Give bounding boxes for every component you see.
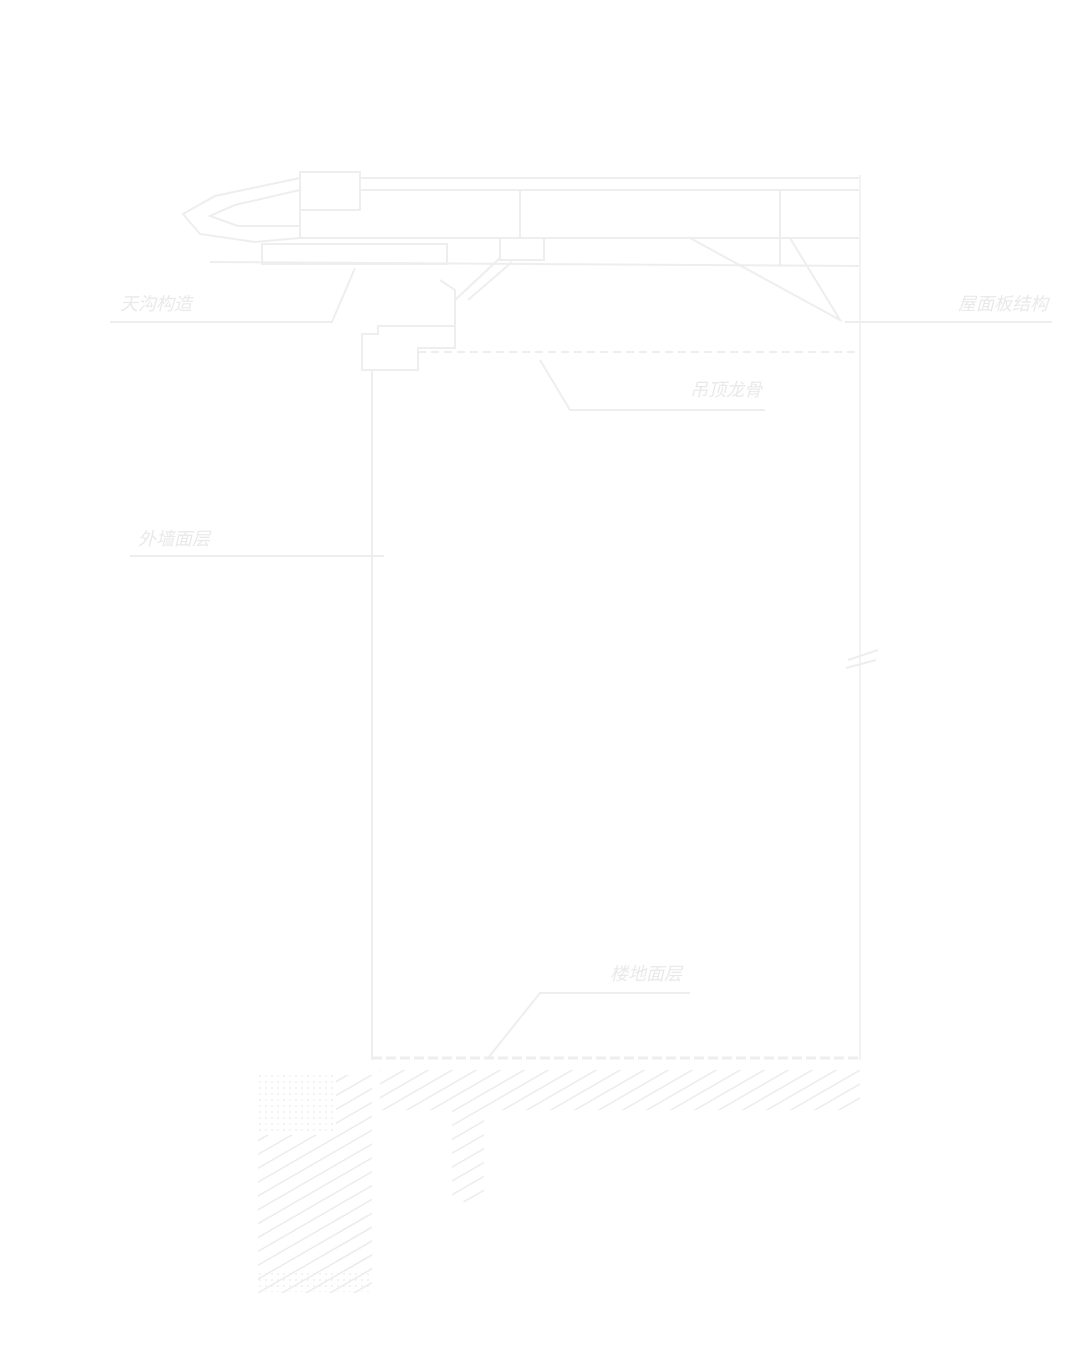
eave-inner — [207, 189, 301, 227]
eave-nose — [181, 176, 301, 244]
label-ceiling: 吊顶龙骨 — [690, 380, 763, 401]
roof-eave-assembly — [181, 171, 861, 371]
label-roof-right: 屋面板结构 — [958, 294, 1050, 315]
break-mark — [845, 649, 879, 669]
leader-ceiling — [539, 359, 765, 411]
label-roof-left: 天沟构造 — [120, 294, 194, 315]
gravel-bed — [258, 1270, 372, 1292]
leader-floor — [487, 992, 690, 1059]
foundation-core — [258, 1135, 336, 1215]
foundation-insulation — [258, 1075, 336, 1135]
fascia-board — [261, 243, 448, 265]
leader-lines — [110, 267, 1052, 1059]
leader-roof-left — [110, 267, 356, 323]
roof-panel — [359, 177, 861, 191]
gutter-box — [299, 171, 361, 211]
wall-lines — [360, 175, 879, 1060]
roof-brace — [689, 237, 843, 323]
floor-beam — [452, 1110, 484, 1202]
floor-slab — [380, 1070, 860, 1110]
label-wall: 外墙面层 — [138, 529, 212, 550]
label-floor: 楼地面层 — [610, 964, 684, 985]
floor-and-foundation — [258, 1056, 860, 1293]
ceiling-step — [361, 325, 456, 371]
